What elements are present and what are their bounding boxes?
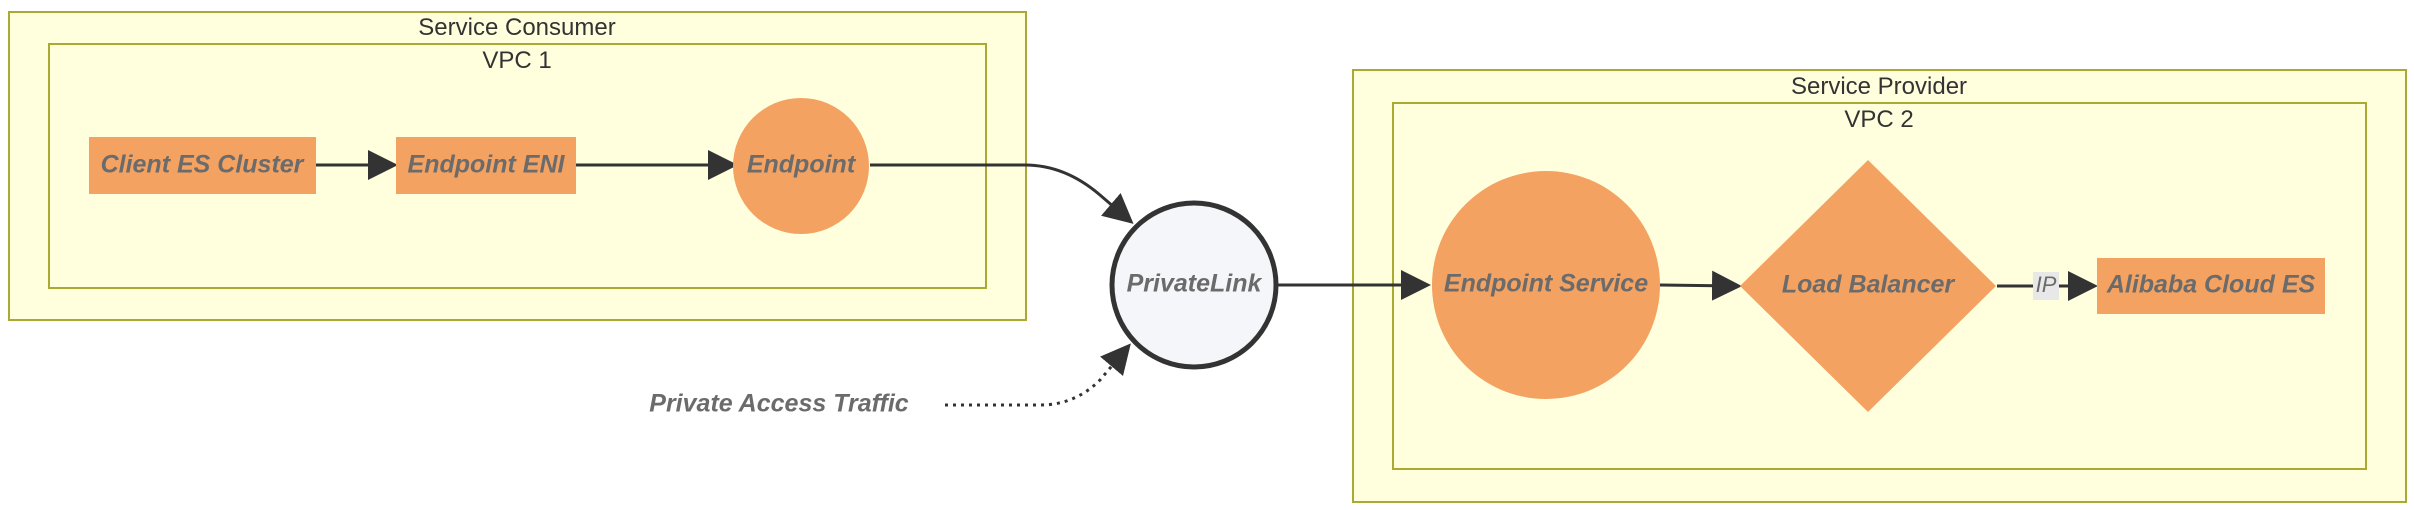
private-access-traffic-label: Private Access Traffic [649,390,909,418]
client-es-cluster-box [89,137,316,194]
vpc1-title: VPC 1 [482,47,551,74]
node-endpoint[interactable]: Endpoint [733,98,869,234]
node-privatelink[interactable]: PrivateLink [1109,200,1279,370]
service-provider-title: Service Provider [1791,73,1967,100]
endpoint-service-label: Endpoint Service [1444,270,1648,298]
ip-edge-label: IP [2036,272,2057,297]
alibaba-cloud-es-label: Alibaba Cloud ES [2106,271,2316,299]
edge-endpoint-to-privatelink [870,163,1134,224]
node-alibaba-cloud-es[interactable]: Alibaba Cloud ES [2097,258,2325,314]
privatelink-circle [1109,200,1279,370]
load-balancer-label: Load Balancer [1782,271,1956,299]
endpoint-eni-box [396,137,576,194]
node-client-es-cluster[interactable]: Client ES Cluster [89,137,316,194]
endpoint-circle [733,98,869,234]
edges: IP [316,150,2098,407]
client-es-cluster-label: Client ES Cluster [101,151,305,179]
node-private-access-traffic[interactable]: Private Access Traffic [649,390,909,418]
ip-label-bg [2033,272,2059,300]
vpc2-title: VPC 2 [1844,106,1913,133]
endpoint-label: Endpoint [747,151,857,179]
privatelink-label: PrivateLink [1127,270,1263,298]
edge-traffic-to-privatelink [945,343,1131,407]
alibaba-cloud-es-box [2097,258,2325,314]
load-balancer-diamond [1740,160,1996,412]
node-load-balancer[interactable]: Load Balancer [1740,160,1996,412]
node-endpoint-service[interactable]: Endpoint Service [1432,171,1660,399]
node-endpoint-eni[interactable]: Endpoint ENI [396,137,576,194]
edge-endpoint-service-to-lb [1659,270,1742,301]
endpoint-eni-label: Endpoint ENI [408,151,566,179]
service-consumer-title: Service Consumer [418,14,615,41]
endpoint-service-circle [1432,171,1660,399]
